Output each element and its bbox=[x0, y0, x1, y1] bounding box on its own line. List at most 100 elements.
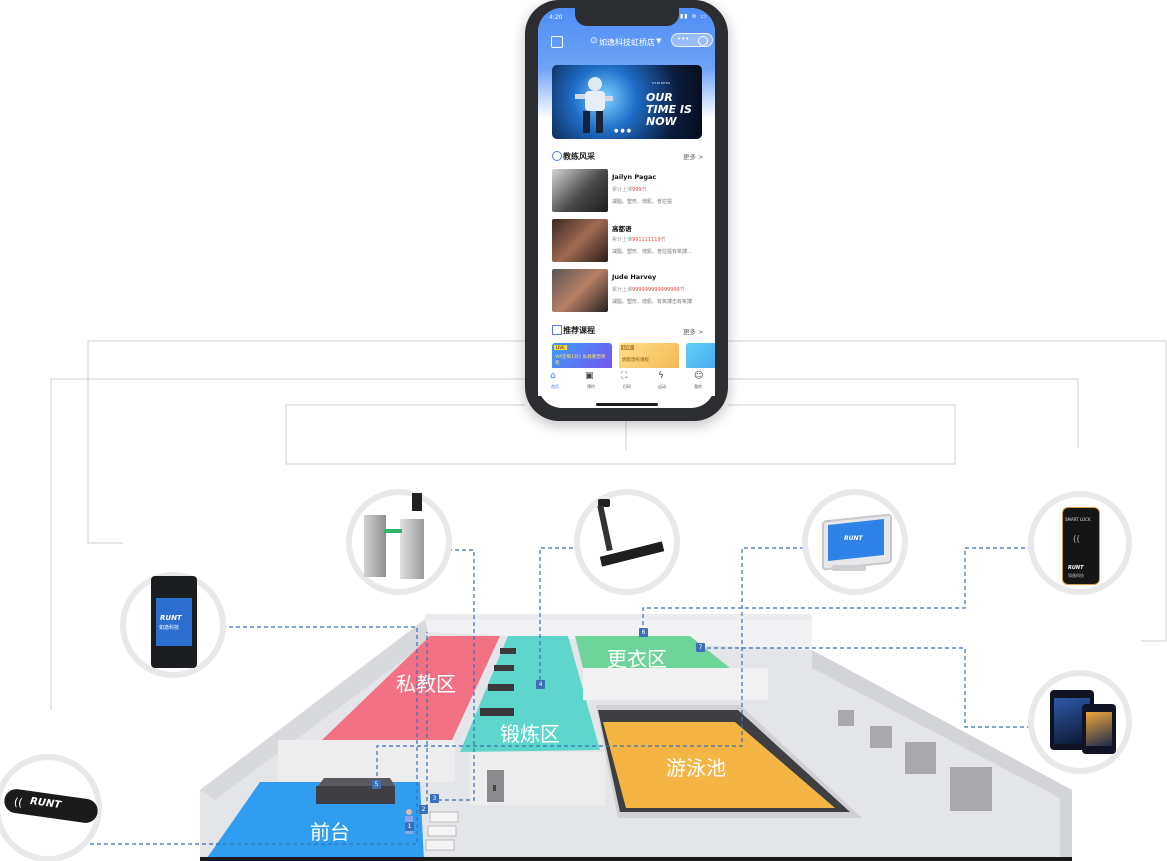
equipment-2 bbox=[494, 665, 514, 671]
kiosk-device: RUNT bbox=[808, 495, 902, 589]
bottom-line bbox=[200, 857, 1072, 861]
course-tag-1: LIVE bbox=[554, 345, 567, 350]
smart-lock-device: SMART LOCK (( RUNT 如逸科技 bbox=[1034, 497, 1126, 589]
locker-1 bbox=[838, 710, 854, 726]
bookmark-icon bbox=[552, 325, 562, 335]
phone-notch bbox=[575, 8, 679, 26]
coach-name-2[interactable]: 高都语 bbox=[612, 225, 632, 233]
bolt-icon[interactable]: ϟ bbox=[658, 371, 664, 381]
marker-6: 6 bbox=[639, 628, 648, 637]
gate-2 bbox=[427, 825, 457, 837]
home-indicator bbox=[596, 403, 658, 406]
coach-meta-3: 累计上课999999999999999节 bbox=[612, 287, 685, 293]
marker-4: 4 bbox=[536, 680, 545, 689]
status-time: 4:20 bbox=[549, 14, 563, 21]
smart-lock-body bbox=[1062, 507, 1100, 585]
pool-water bbox=[603, 722, 835, 808]
equipment-1 bbox=[500, 648, 516, 654]
inner-wall-a bbox=[278, 740, 455, 782]
smart-lock-label: SMART LOCK bbox=[1065, 517, 1091, 522]
courses-more-link[interactable]: 更多 > bbox=[683, 328, 704, 336]
coach-name-1[interactable]: Jailyn Pagac bbox=[612, 173, 657, 181]
marker-5: 5 bbox=[372, 780, 381, 789]
face-terminal-screen bbox=[156, 598, 192, 646]
banner-brand: STRIKERS bbox=[652, 81, 671, 85]
status-icons: ▮▮ ≋ ▭ bbox=[680, 13, 708, 20]
close-icon[interactable] bbox=[698, 36, 708, 46]
kiosk-brand: RUNT bbox=[844, 535, 863, 542]
coach-icon bbox=[552, 151, 562, 161]
location-pin-icon: ⊙ bbox=[590, 36, 598, 46]
coach-meta-1: 累计上课999节 bbox=[612, 187, 647, 193]
scan-icon[interactable] bbox=[551, 36, 563, 48]
gate-3 bbox=[425, 839, 455, 851]
front-desk bbox=[316, 786, 395, 804]
wristband-device: RUNT (( bbox=[0, 760, 100, 856]
course-tag-2: LIVE bbox=[621, 345, 634, 350]
smart-lock-brand: RUNT bbox=[1068, 565, 1084, 571]
turnstile-face-screen bbox=[412, 493, 422, 511]
zone-label-private: 私教区 bbox=[396, 672, 456, 696]
locker-3 bbox=[905, 742, 936, 774]
chevron-down-icon[interactable]: ▼ bbox=[656, 37, 662, 45]
zone-label-locker: 更衣区 bbox=[607, 647, 667, 671]
store-name[interactable]: 如逸科技虹桥店 bbox=[599, 38, 655, 47]
face-terminal-device: RUNT 如逸科技 bbox=[126, 576, 220, 672]
left-wall bbox=[200, 620, 430, 800]
smart-lock-sub: 如逸科技 bbox=[1068, 573, 1084, 578]
locker-zone bbox=[575, 636, 730, 668]
tab-mine[interactable]: 我的 bbox=[694, 384, 702, 389]
course-text-1: VIP定制1对1 私教重塑课程 bbox=[555, 355, 606, 366]
zone-label-pool: 游泳池 bbox=[666, 756, 726, 780]
calendar-icon[interactable]: ▣ bbox=[585, 371, 594, 381]
tablet-front-screen bbox=[1086, 712, 1112, 746]
coach-meta-2: 累计上课991111119节 bbox=[612, 237, 666, 243]
locker-2 bbox=[870, 726, 892, 748]
tab-booking[interactable]: 预约 bbox=[587, 384, 595, 389]
door-handle bbox=[493, 785, 496, 791]
coach-tags-3: 减脂、塑形、增肌、有氧搏击有氧搏 bbox=[612, 299, 693, 305]
right-wall bbox=[812, 650, 1072, 861]
face-terminal-brand: RUNT bbox=[160, 614, 182, 622]
tab-sport[interactable]: 运动 bbox=[658, 384, 666, 389]
face-terminal-sub: 如逸科技 bbox=[159, 625, 180, 631]
zone-label-training: 锻炼区 bbox=[500, 722, 560, 746]
equipment-4 bbox=[480, 708, 514, 716]
tab-home[interactable]: 首页 bbox=[551, 384, 559, 389]
treadmill-post bbox=[597, 504, 613, 552]
user-icon[interactable]: ☺ bbox=[694, 371, 704, 381]
wristband-nfc-icon: (( bbox=[13, 795, 24, 810]
promo-banner[interactable] bbox=[552, 65, 702, 139]
coach-tags-2: 减脂、塑形、增肌、普拉提有氧搏... bbox=[612, 249, 692, 255]
tab-scan[interactable]: 扫码 bbox=[623, 384, 631, 389]
gate-1 bbox=[429, 811, 459, 823]
training-zone bbox=[460, 636, 600, 752]
athlete-image bbox=[575, 77, 613, 133]
private-zone bbox=[322, 636, 500, 740]
banner-headline: OUR TIME IS NOW bbox=[646, 91, 692, 128]
zone-label-front: 前台 bbox=[310, 820, 350, 844]
coach-photo-3[interactable] bbox=[552, 269, 608, 312]
nfc-icon: (( bbox=[1073, 535, 1081, 545]
home-icon[interactable]: ⌂ bbox=[550, 371, 556, 381]
treadmill-device bbox=[580, 495, 674, 589]
course-text-2: 燃脂塑形课程 bbox=[622, 358, 649, 363]
top-edge bbox=[425, 614, 812, 620]
more-icon[interactable]: ••• bbox=[677, 35, 690, 43]
tablets-device bbox=[1034, 676, 1126, 768]
carousel-dots: ●●● bbox=[614, 128, 634, 134]
locker-wall bbox=[583, 668, 768, 700]
coach-photo-2[interactable] bbox=[552, 219, 608, 262]
coach-photo-1[interactable] bbox=[552, 169, 608, 212]
coaches-more-link[interactable]: 更多 > bbox=[683, 153, 704, 161]
back-wall bbox=[425, 615, 812, 650]
marker-1: 1 bbox=[405, 822, 414, 831]
kiosk-stand bbox=[832, 565, 866, 571]
scan-code-icon[interactable]: ⛶ bbox=[621, 371, 628, 381]
turnstile-right bbox=[400, 519, 424, 579]
coach-name-3[interactable]: Jude Harvey bbox=[612, 273, 657, 281]
treadmill-console bbox=[598, 499, 610, 507]
marker-7: 7 bbox=[696, 643, 705, 652]
